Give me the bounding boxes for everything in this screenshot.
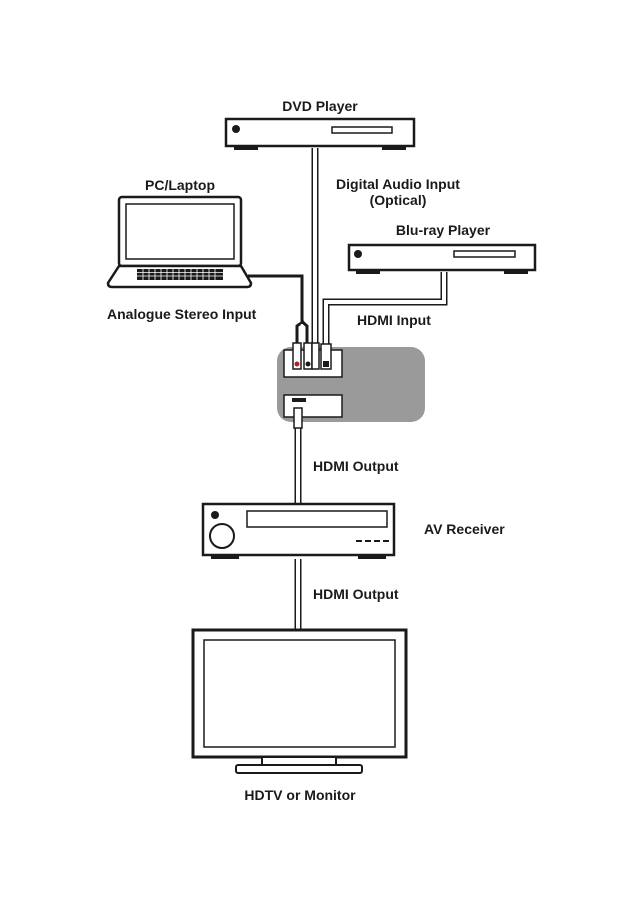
av-receiver-label: AV Receiver xyxy=(424,521,505,537)
audio-embedder-hub xyxy=(277,342,425,429)
optical-input-label: Digital Audio Input (Optical) xyxy=(328,176,468,208)
laptop-device xyxy=(106,195,253,289)
hdtv-monitor-label: HDTV or Monitor xyxy=(244,787,356,803)
dvd-player-label: DVD Player xyxy=(282,98,358,114)
pc-laptop-label: PC/Laptop xyxy=(145,177,215,193)
optical-input-label-line2: (Optical) xyxy=(369,192,427,208)
bluray-player-device xyxy=(347,243,537,274)
hdmi-input-label: HDMI Input xyxy=(357,312,431,328)
dvd-player-device xyxy=(224,117,416,150)
hdmi-output-label-2: HDMI Output xyxy=(313,586,399,602)
hdmi-output-label-1: HDMI Output xyxy=(313,458,399,474)
hdtv-device xyxy=(191,628,408,774)
bluray-player-label: Blu-ray Player xyxy=(395,222,491,238)
analogue-stereo-input-label: Analogue Stereo Input xyxy=(107,306,257,322)
optical-input-label-line1: Digital Audio Input xyxy=(336,176,460,192)
hdmi-input-cable xyxy=(322,272,448,345)
analogue-cable xyxy=(248,274,309,345)
av-receiver-device xyxy=(201,502,396,559)
